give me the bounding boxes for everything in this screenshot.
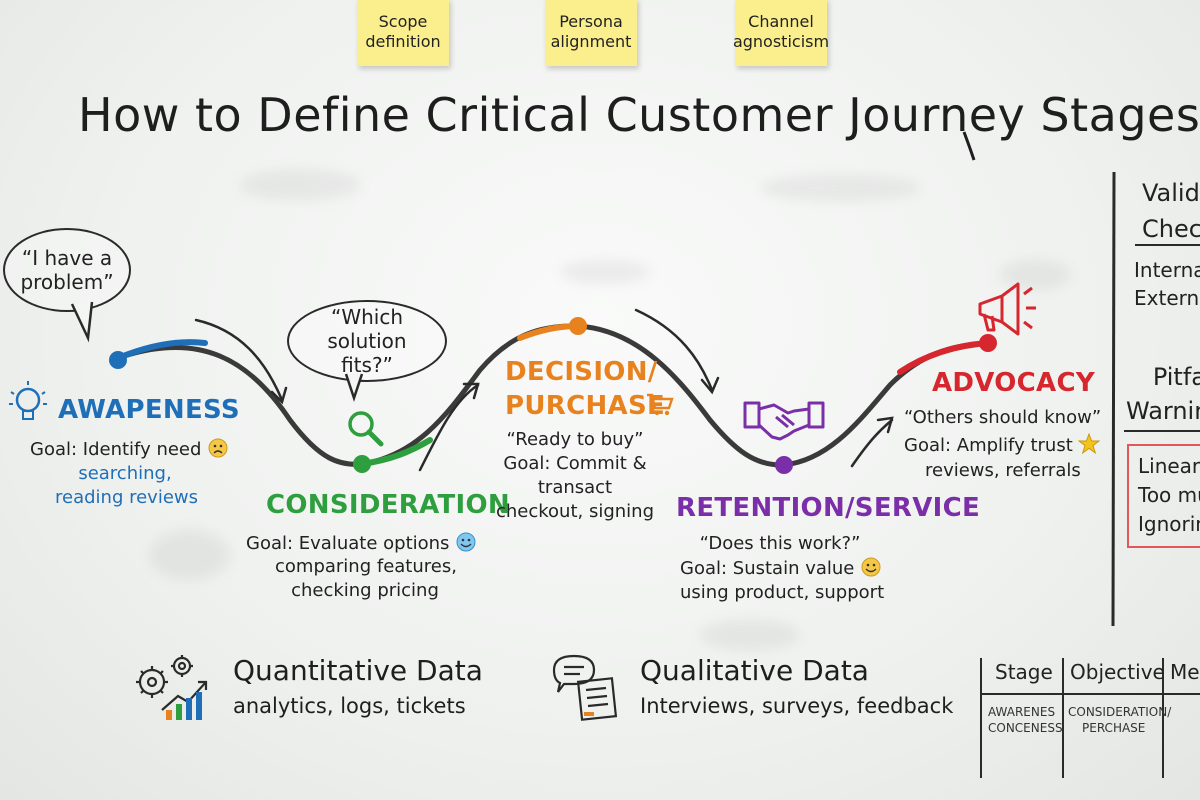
consideration-goal: Goal: Evaluate options [246,531,477,556]
page-title: How to Define Critical Customer Journey … [78,88,1200,142]
pitfalls-underline [1124,430,1200,432]
validation-items: Internal Externa [1134,258,1200,310]
retention-notes: “Does this work?” Goal: Sustain value us… [680,533,885,603]
awareness-activities: searching, reading reviews [55,463,198,508]
table-cell-objective: CONSIDERATION/ PERCHASE [1068,705,1172,735]
speech-bubble-tail [70,301,94,343]
emoji-smile-icon [861,557,881,577]
stage-dot-decision [569,317,587,335]
journey-segment-3 [575,323,787,468]
emoji-smile-icon [456,532,476,552]
emoji-worried-icon [208,438,228,458]
shopping-cart-icon [647,393,674,416]
magnifier-icon [348,411,384,447]
decision-notes: “Ready to buy” Goal: Commit & transact c… [495,429,655,522]
table-header-stage: Stage [995,660,1053,684]
stage-label-advocacy: ADVOCACY [932,368,1095,398]
sticky-note-text: Channel agnosticism [732,12,830,51]
stage-label-retention: RETENTION/SERVICE [676,493,981,523]
sticky-note-text: Persona alignment [550,12,632,51]
handshake-icon [743,401,825,441]
validation-title: Valid Chec [1142,179,1200,243]
chat-document-icon [552,654,618,721]
table-header-method: Met [1170,660,1200,684]
consideration-activities: comparing features, checking pricing [275,556,457,601]
stage-label-consideration: CONSIDERATION [266,490,510,520]
stage-table-grid [980,658,1200,778]
sticky-note-channel: Channel agnosticism [732,0,830,66]
lightbulb-icon [9,381,47,420]
validation-underline [1135,244,1200,246]
advocacy-goal: Goal: Amplify trust [904,432,1101,458]
stage-dot-consideration [353,455,371,473]
table-header-objective: Objective [1070,660,1165,684]
advocacy-quote: “Others should know” [904,407,1102,428]
speech-bubble-tail [344,373,364,402]
megaphone-icon [978,282,1036,336]
journey-segment-1 [115,344,365,467]
speech-bubble-consideration: “Which solution fits?” [287,300,447,382]
gears-chart-icon [136,655,208,720]
stage-dot-retention [775,456,793,474]
table-cell-stage: AWARENES CONCENESS [988,705,1063,735]
sticky-note-text: Scope definition [365,12,441,51]
quantitative-subtitle: analytics, logs, tickets [233,694,466,718]
pitfalls-items: Linearit Too muc Ignoring [1138,454,1200,536]
sticky-note-persona: Persona alignment [545,0,637,66]
pitfalls-title: Pitfa Warnin [1126,363,1200,425]
qualitative-subtitle: Interviews, surveys, feedback [640,694,954,718]
title-underline-mark [962,131,976,161]
stage-dot-advocacy [979,334,997,352]
sticky-note-scope: Scope definition [357,0,449,66]
advocacy-activities: reviews, referrals [925,460,1081,481]
stage-dot-awareness [109,351,127,369]
panel-divider [1111,171,1116,627]
stage-label-awareness: AWAPENESS [58,395,240,425]
pitfalls-box [1127,444,1200,548]
awareness-goal: Goal: Identify need [30,437,229,462]
qualitative-title: Qualitative Data [640,654,869,687]
star-icon [1077,432,1101,455]
speech-bubble-awareness: “I have a problem” [3,228,131,312]
quantitative-title: Quantitative Data [233,654,483,687]
stage-label-decision: DECISION/ PURCHASE [505,357,666,421]
